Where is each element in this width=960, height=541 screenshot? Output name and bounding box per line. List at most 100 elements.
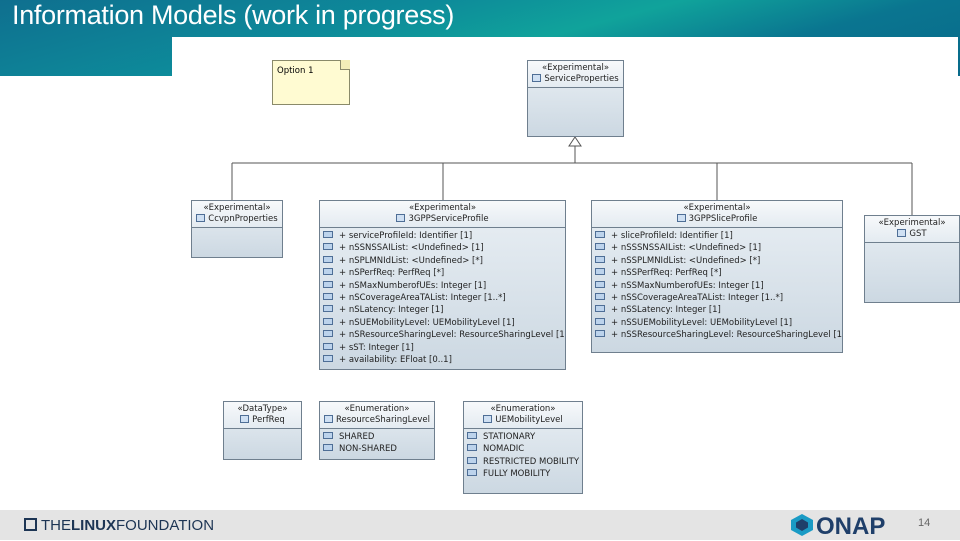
class-header: «Experimental»3GPPSliceProfile	[592, 201, 842, 228]
attribute-row: + nSMaxNumberofUEs: Integer [1]	[323, 280, 562, 292]
class-icon	[483, 415, 493, 423]
slide-title: Information Models (work in progress)	[12, 0, 455, 30]
class-icon	[323, 415, 333, 423]
stereotype: «Experimental»	[878, 218, 946, 228]
class-3gpp-slice-profile[interactable]: «Experimental»3GPPSliceProfile + slicePro…	[591, 200, 843, 353]
class-header: «Experimental»CcvpnProperties	[192, 201, 282, 228]
class-icon	[532, 74, 542, 82]
page-number: 14	[918, 517, 931, 529]
class-header: «Enumeration»UEMobilityLevel	[464, 402, 582, 429]
attribute-row: + nSSCoverageAreaTAList: Integer [1..*]	[595, 292, 839, 304]
linux-foundation-logo: THELINUXFOUNDATION	[24, 517, 214, 534]
class-name: ServiceProperties	[544, 74, 619, 84]
attribute-icon	[323, 355, 333, 363]
attribute-icon	[323, 342, 333, 350]
attribute-row: + nSSPLMNIdList: <Undefined> [*]	[595, 255, 839, 267]
attribute-icon	[595, 280, 605, 288]
class-name: CcvpnProperties	[208, 214, 278, 224]
attribute-row: + nSPerfReq: PerfReq [*]	[323, 267, 562, 279]
attribute-row: NON-SHARED	[323, 443, 431, 455]
attribute-row: + nSSPerfReq: PerfReq [*]	[595, 267, 839, 279]
attribute-row: + nSLatency: Integer [1]	[323, 304, 562, 316]
class-service-properties[interactable]: «Experimental»ServiceProperties	[527, 60, 624, 137]
attribute-icon	[323, 255, 333, 263]
attribute-icon	[323, 268, 333, 276]
attribute-row: NOMADIC	[467, 443, 579, 455]
attribute-row: + nSSUEMobilityLevel: UEMobilityLevel [1…	[595, 317, 839, 329]
attribute-icon	[467, 469, 477, 477]
stereotype: «Experimental»	[203, 203, 271, 213]
attribute-icon	[323, 330, 333, 338]
attribute-icon	[595, 231, 605, 238]
attribute-row: + nSUEMobilityLevel: UEMobilityLevel [1]	[323, 317, 562, 329]
attribute-icon	[323, 444, 333, 452]
option-note: Option 1	[272, 60, 350, 105]
class-name: UEMobilityLevel	[495, 415, 563, 425]
attribute-row: SHARED	[323, 431, 431, 443]
class-icon	[897, 229, 907, 237]
class-ccvpn-properties[interactable]: «Experimental»CcvpnProperties	[191, 200, 283, 258]
attribute-icon	[323, 280, 333, 288]
attribute-row: STATIONARY	[467, 431, 579, 443]
class-header: «Experimental»ServiceProperties	[528, 61, 623, 88]
stereotype: «Experimental»	[683, 203, 751, 213]
attribute-row: + nSSResourceSharingLevel: ResourceShari…	[595, 329, 842, 341]
attribute-icon	[323, 293, 333, 301]
attribute-icon	[595, 305, 605, 313]
attribute-row: + serviceProfileId: Identifier [1]	[323, 230, 562, 242]
attribute-icon	[595, 317, 605, 325]
attribute-icon	[323, 432, 333, 439]
attribute-icon	[467, 432, 477, 439]
attribute-row: + nSSSNSSAIList: <Undefined> [1]	[595, 242, 839, 254]
stereotype: «Experimental»	[541, 63, 610, 73]
class-name: PerfReq	[252, 415, 285, 425]
class-icon	[676, 214, 686, 222]
attribute-row: + nSCoverageAreaTAList: Integer [1..*]	[323, 292, 562, 304]
attribute-icon	[595, 243, 605, 251]
class-header: «Enumeration»ResourceSharingLevel	[320, 402, 434, 429]
attribute-icon	[323, 317, 333, 325]
attribute-row: + nSPLMNIdList: <Undefined> [*]	[323, 255, 562, 267]
attribute-icon	[595, 268, 605, 276]
class-name: 3GPPSliceProfile	[688, 214, 758, 224]
stereotype: «DataType»	[237, 404, 288, 414]
attribute-icon	[595, 293, 605, 301]
stereotype: «Experimental»	[408, 203, 477, 213]
note-fold	[340, 60, 350, 70]
class-3gpp-service-profile[interactable]: «Experimental»3GPPServiceProfile + servic…	[319, 200, 566, 370]
attribute-row: FULLY MOBILITY	[467, 468, 579, 480]
attribute-row: RESTRICTED MOBILITY	[467, 456, 579, 468]
onap-logo: ONAP	[790, 513, 885, 541]
class-perf-req[interactable]: «DataType»PerfReq	[223, 401, 302, 460]
attribute-row: + availability: EFloat [0..1]	[323, 354, 562, 366]
class-header: «Experimental»GST	[865, 216, 959, 243]
stereotype: «Enumeration»	[490, 404, 556, 414]
class-icon	[240, 415, 250, 423]
class-gst[interactable]: «Experimental»GST	[864, 215, 960, 303]
attribute-row: + nSSNSSAIList: <Undefined> [1]	[323, 242, 562, 254]
class-name: 3GPPServiceProfile	[408, 214, 489, 224]
note-text: Option 1	[277, 66, 314, 76]
attribute-icon	[467, 444, 477, 452]
attribute-icon	[595, 330, 605, 338]
attribute-icon	[323, 243, 333, 251]
attribute-icon	[595, 255, 605, 263]
class-header: «DataType»PerfReq	[224, 402, 301, 429]
stereotype: «Enumeration»	[344, 404, 410, 414]
attribute-row: + sST: Integer [1]	[323, 342, 562, 354]
class-icon	[196, 214, 206, 222]
class-name: ResourceSharingLevel	[335, 415, 431, 425]
class-header: «Experimental»3GPPServiceProfile	[320, 201, 565, 228]
class-name: GST	[909, 229, 927, 239]
attribute-row: + nSSLatency: Integer [1]	[595, 304, 839, 316]
attribute-row: + nSSMaxNumberofUEs: Integer [1]	[595, 280, 839, 292]
attribute-icon	[323, 305, 333, 313]
attribute-icon	[467, 456, 477, 464]
attribute-row: + nSResourceSharingLevel: ResourceSharin…	[323, 329, 565, 341]
class-icon	[396, 214, 406, 222]
attribute-icon	[323, 231, 333, 238]
attribute-row: + sliceProfileId: Identifier [1]	[595, 230, 839, 242]
